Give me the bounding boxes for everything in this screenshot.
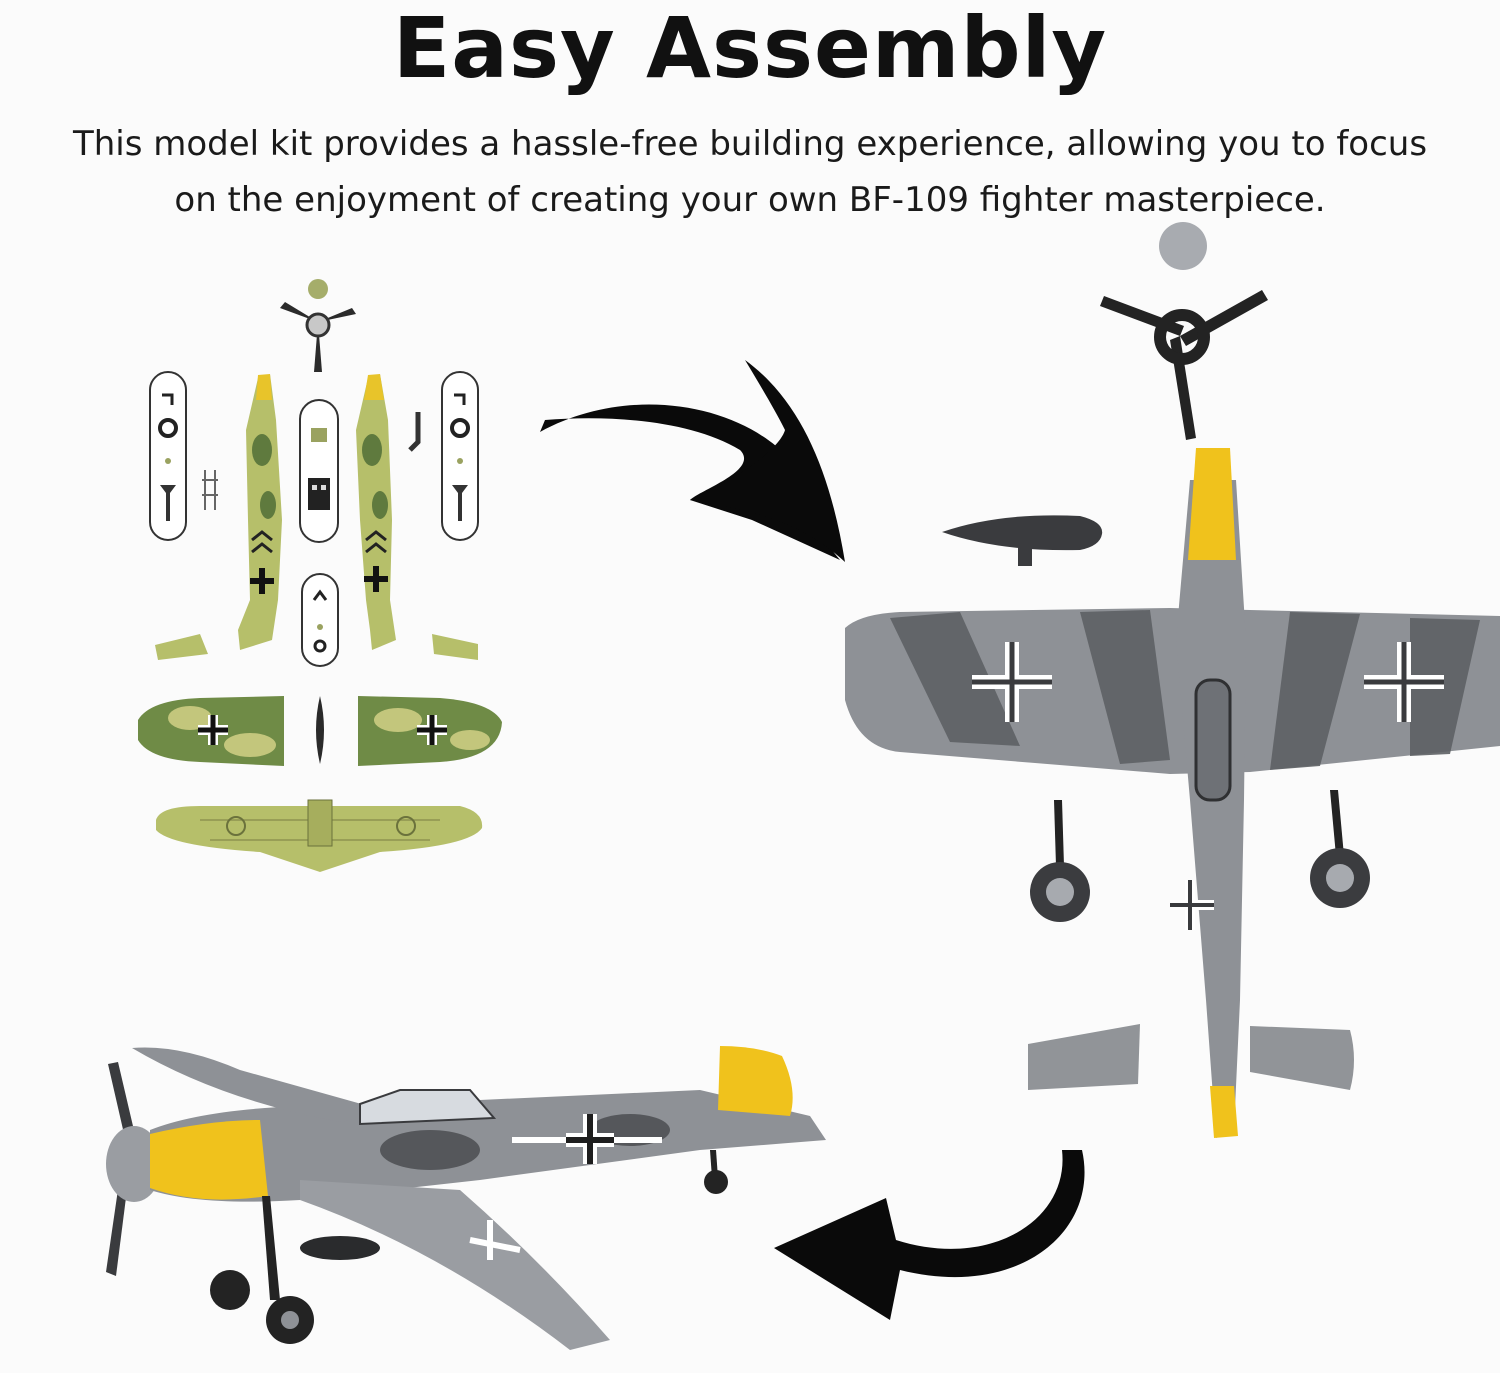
arrow-icon-bottom <box>774 1150 1085 1320</box>
drop-tank-grey <box>942 515 1103 566</box>
tail-stabilizer-grey-right <box>1250 1026 1354 1090</box>
tailwheel-finished-icon <box>704 1150 728 1194</box>
finished-model <box>106 1046 826 1350</box>
arrow-icon-top <box>540 360 845 562</box>
top-view-assembled <box>845 222 1500 1138</box>
subtitle: This model kit provides a hassle-free bu… <box>0 116 1500 228</box>
fuselage-half-right <box>356 374 396 650</box>
lower-wing-part <box>156 799 483 872</box>
upper-wing-right <box>358 696 502 766</box>
tail-stabilizer-right <box>432 634 478 660</box>
cockpit-parts-card <box>299 399 339 543</box>
landing-gear-finished-icon <box>210 1196 380 1344</box>
small-parts-card-right <box>441 371 479 541</box>
tailwheel-parts-card <box>301 573 339 667</box>
tail-stabilizer-left <box>155 634 208 660</box>
subtitle-line-1: This model kit provides a hassle-free bu… <box>72 124 1428 164</box>
landing-gear-right-icon <box>1310 790 1370 908</box>
drop-tank-part <box>316 696 324 764</box>
propeller-part-icon <box>280 279 356 372</box>
propeller-black-icon <box>1100 290 1268 440</box>
landing-gear-left-icon <box>1030 800 1090 922</box>
kit-parts-layout <box>138 279 502 872</box>
aircraft-top-view <box>845 448 1500 1138</box>
subtitle-line-2: on the enjoyment of creating your own BF… <box>174 180 1326 220</box>
propeller-finished-icon <box>106 1062 162 1276</box>
fuselage-half-left <box>238 374 282 650</box>
exhaust-part <box>408 412 421 452</box>
small-parts-card-left <box>149 371 187 541</box>
landing-gear-part-left <box>202 470 218 510</box>
upper-wing-left <box>138 696 284 766</box>
page-title: Easy Assembly <box>392 0 1108 97</box>
tail-stabilizer-grey-left <box>1028 1024 1140 1090</box>
